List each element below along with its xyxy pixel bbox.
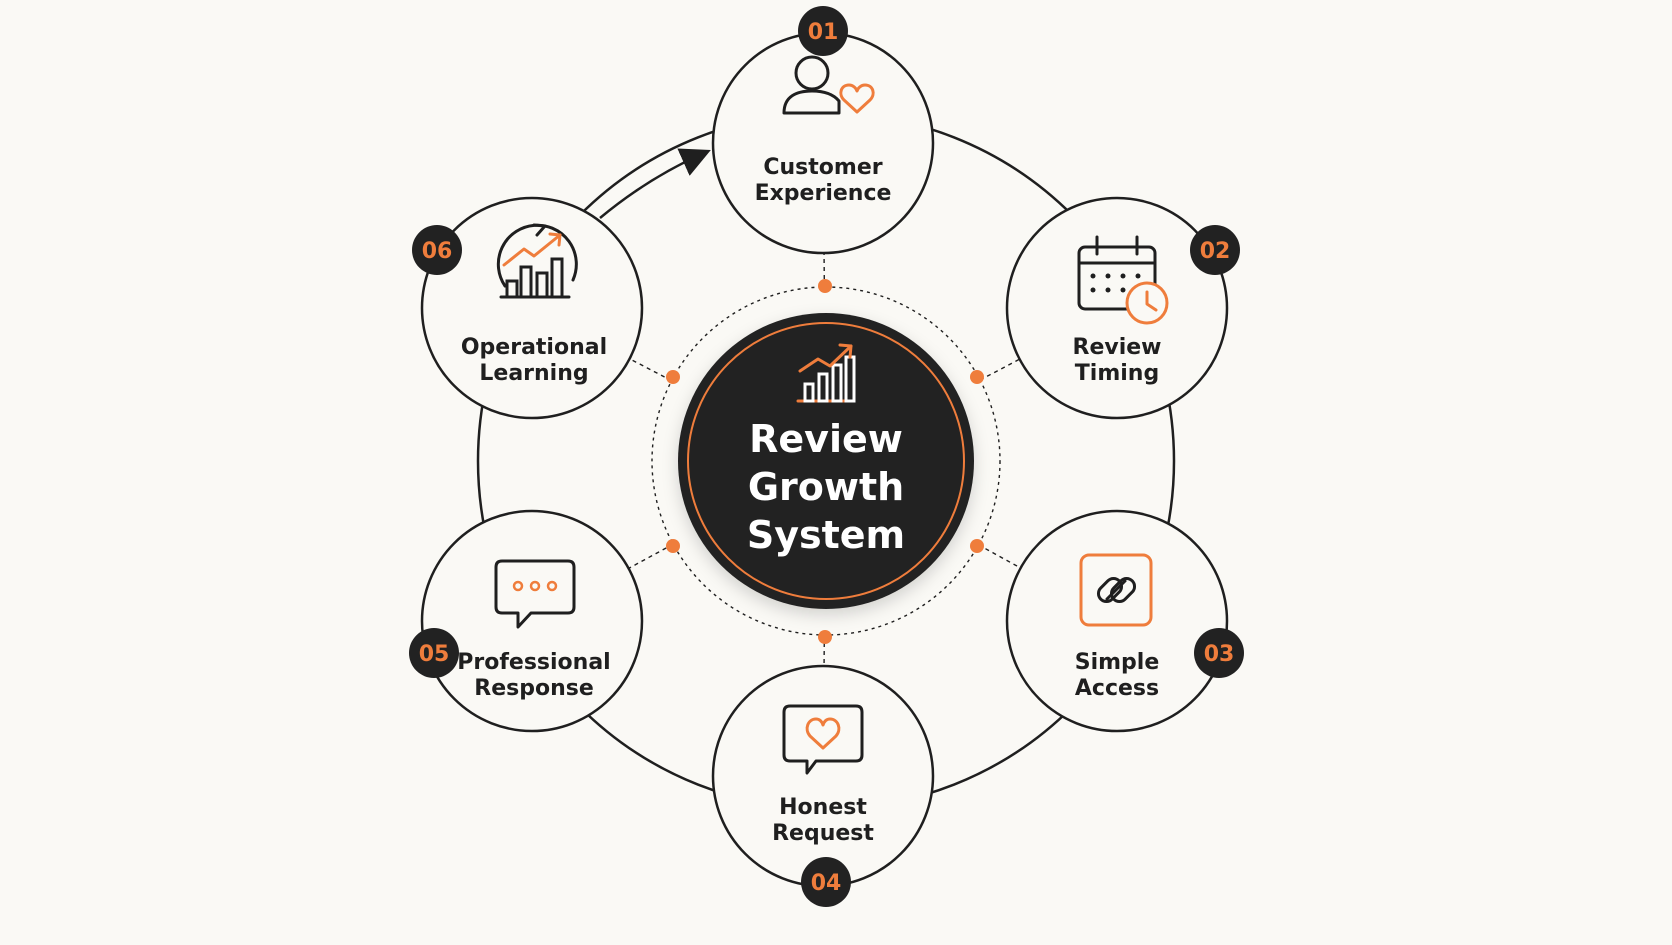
- step-label-line: Customer: [763, 155, 882, 180]
- step-label-line: Review: [1073, 335, 1162, 360]
- connector-dot: [666, 539, 680, 553]
- center-core: [678, 313, 974, 609]
- step-number: 05: [419, 642, 450, 667]
- step-number: 01: [808, 20, 839, 45]
- step-number: 04: [811, 871, 842, 896]
- step-label-line: Honest: [779, 795, 867, 820]
- center-title-line: Review: [749, 417, 903, 461]
- connector-dot: [970, 539, 984, 553]
- step-label-line: Request: [772, 821, 874, 846]
- step-label-line: Experience: [755, 181, 892, 206]
- connector-dot: [818, 279, 832, 293]
- center-title-line: Growth: [748, 465, 904, 509]
- step-node-circle: [713, 666, 933, 886]
- step-number: 06: [422, 239, 453, 264]
- step-label-line: Operational: [461, 335, 607, 360]
- step-number: 02: [1200, 239, 1231, 264]
- connector-dot: [970, 370, 984, 384]
- step-node-circle: [713, 33, 933, 253]
- connector-dot: [666, 370, 680, 384]
- step-number: 03: [1204, 642, 1235, 667]
- connector-dot: [818, 630, 832, 644]
- step-label-line: Simple: [1075, 650, 1160, 675]
- center-title-line: System: [747, 513, 905, 557]
- step-label-line: Learning: [479, 361, 588, 386]
- step-label-line: Response: [474, 676, 594, 701]
- step-label-line: Access: [1075, 676, 1159, 701]
- step-label-line: Professional: [457, 650, 610, 675]
- step-label-line: Timing: [1075, 361, 1159, 386]
